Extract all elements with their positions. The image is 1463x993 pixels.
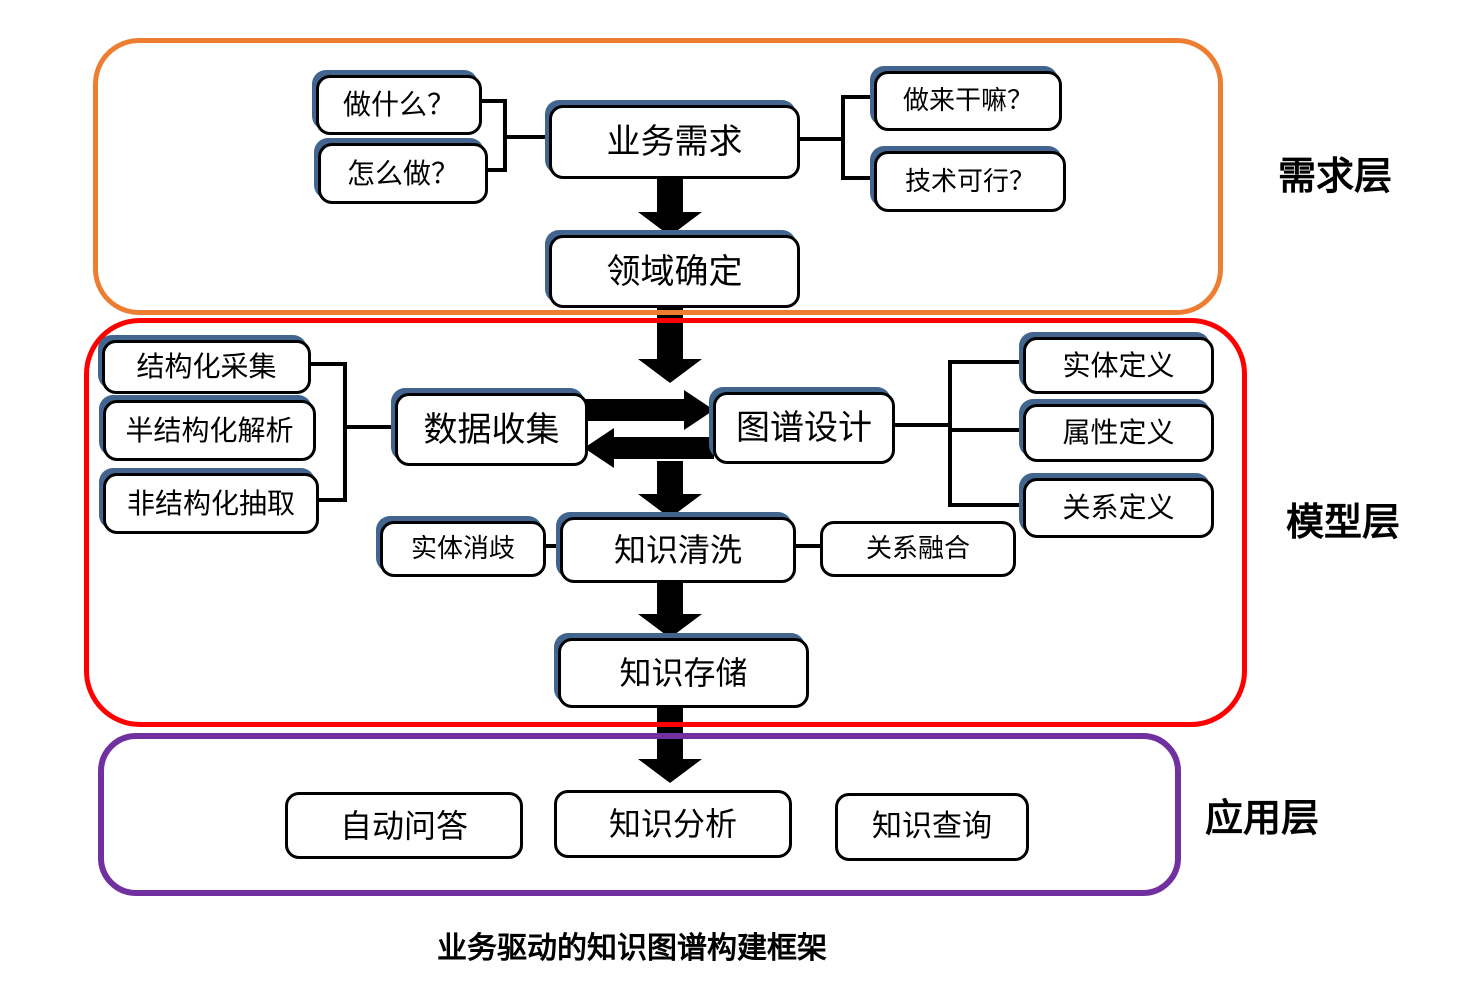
connector-bracket-to-business (507, 135, 549, 139)
arrow-graph-to-data-head (584, 428, 614, 468)
connector-disambiguation-to-cleaning (540, 544, 560, 548)
connector-bracket-to-reldef (952, 503, 1023, 507)
connector-what-to-bracket (476, 99, 503, 103)
arrow-data-to-graph-shaft (584, 399, 684, 421)
node-entity-disambiguation: 实体消歧 (380, 521, 546, 577)
connector-unstructured-to-bracket (313, 498, 343, 502)
node-knowledge-cleaning: 知识清洗 (560, 517, 796, 583)
diagram-caption: 业务驱动的知识图谱构建框架 (437, 931, 827, 966)
arrow-graph-to-data-shaft (614, 437, 714, 459)
node-structured-collection: 结构化采集 (102, 340, 311, 394)
node-knowledge-storage: 知识存储 (558, 638, 809, 708)
node-graph-design: 图谱设计 (713, 392, 895, 464)
label-model-layer: 模型层 (1285, 500, 1400, 544)
connector-bracket-to-datacollection (347, 425, 395, 429)
connector-business-to-bracket (794, 137, 841, 141)
node-entity-definition: 实体定义 (1023, 337, 1214, 394)
node-knowledge-analysis: 知识分析 (554, 790, 792, 858)
connector-left-bracket-vertical (503, 99, 507, 172)
connector-right-bracket-vertical (841, 95, 845, 180)
node-auto-qa: 自动问答 (285, 792, 523, 859)
connector-bracket-to-attrdef (952, 428, 1023, 432)
frame-application-layer (98, 733, 1181, 896)
node-relation-definition: 关系定义 (1023, 478, 1214, 538)
frame-requirement-layer (93, 38, 1223, 315)
arrow-business-to-domain-head (638, 212, 702, 236)
connector-bracket-to-whatfor (845, 95, 874, 99)
node-what: 做什么？ (316, 75, 482, 135)
arrow-data-to-graph-head (684, 390, 714, 430)
connector-bracket-to-entitydef (952, 360, 1023, 364)
label-application-layer: 应用层 (1204, 796, 1319, 840)
node-business-requirement: 业务需求 (549, 105, 800, 179)
connector-cleaning-to-fusion (790, 544, 820, 548)
connector-bracket-to-feasible (845, 176, 874, 180)
node-attribute-definition: 属性定义 (1023, 404, 1214, 462)
frame-model-layer (84, 318, 1247, 727)
node-unstructured-extraction: 非结构化抽取 (103, 473, 319, 534)
arrow-storage-to-application-head (638, 759, 702, 783)
connector-graphdesign-to-bracket (889, 423, 948, 427)
arrow-to-cleaning-shaft (657, 461, 683, 494)
connector-collect-bracket-vertical (343, 362, 347, 502)
arrow-business-to-domain-shaft (657, 174, 683, 212)
arrow-domain-to-model-head (638, 359, 702, 383)
arrow-to-cleaning-head (638, 494, 702, 518)
node-knowledge-query: 知识查询 (835, 793, 1029, 861)
node-what-for: 做来干嘛？ (874, 71, 1062, 131)
connector-how-to-bracket (482, 168, 503, 172)
node-how: 怎么做？ (318, 143, 488, 204)
connector-structured-to-bracket (305, 362, 343, 366)
connector-definition-bracket-vertical (948, 360, 952, 507)
node-relation-fusion: 关系融合 (820, 521, 1016, 577)
arrow-storage-to-application-shaft (657, 702, 683, 759)
node-semi-structured-parsing: 半结构化解析 (103, 400, 316, 461)
node-tech-feasible: 技术可行？ (874, 151, 1066, 212)
arrow-cleaning-to-storage-shaft (657, 577, 683, 614)
node-domain-determination: 领域确定 (549, 235, 800, 308)
node-data-collection: 数据收集 (395, 393, 588, 466)
arrow-cleaning-to-storage-head (638, 614, 702, 638)
label-requirement-layer: 需求层 (1277, 154, 1392, 198)
